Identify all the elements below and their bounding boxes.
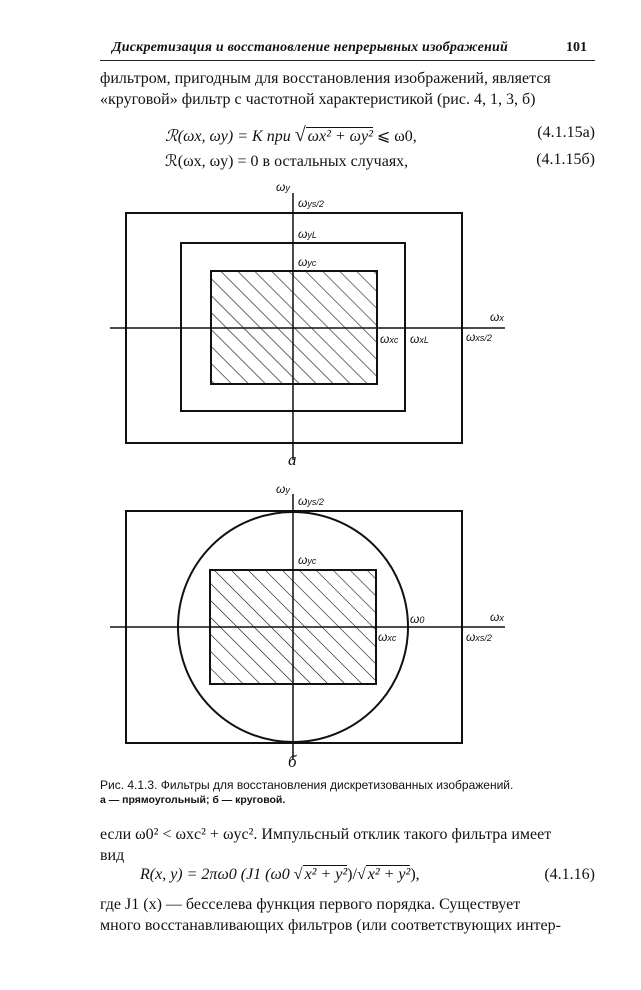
page-header: Дискретизация и восстановление непрерывн… xyxy=(100,40,595,61)
paragraph-bessel: где J1 (x) — бесселева функция первого п… xyxy=(100,894,595,936)
text-line: много восстанавливающих фильтров (или со… xyxy=(100,917,561,934)
equation-number: (4.1.15б) xyxy=(536,151,595,168)
equation-mid: )/√ xyxy=(347,866,366,883)
label-omega-y-a: ωy xyxy=(276,180,290,194)
text-line: «круговой» фильтр с частотной характерис… xyxy=(100,91,536,108)
equation-number: (4.1.15а) xyxy=(537,124,595,141)
figure-letter-a: а xyxy=(288,450,297,469)
label-omega-ys2-a: ωys/2 xyxy=(298,196,324,210)
equation-radicand: ωx² + ωy² xyxy=(305,127,373,145)
equation-lhs: ℛ(ωx, ωy) = K при xyxy=(165,128,291,145)
label-omega-xs2-a: ωxs/2 xyxy=(466,330,492,344)
label-omega-yc-a: ωyc xyxy=(298,255,317,269)
equation-rhs: ⩽ ω0, xyxy=(376,128,417,145)
figure-letter-b: б xyxy=(288,752,297,771)
text-line: фильтром, пригодным для восстановления и… xyxy=(100,70,551,87)
text-line: вид xyxy=(100,847,125,864)
label-omega-ys2-b: ωys/2 xyxy=(298,494,324,508)
equation-4-1-15b: ℛ(ωx, ωy) = 0 в остальных случаях, (4.1.… xyxy=(165,151,595,173)
label-omega-yc-b: ωyc xyxy=(298,553,317,567)
running-title: Дискретизация и восстановление непрерывн… xyxy=(112,40,508,55)
label-omega-y-b: ωy xyxy=(276,482,290,496)
equation-4-1-15a: ℛ(ωx, ωy) = K при √ωx² + ωy² ⩽ ω0, (4.1.… xyxy=(165,124,595,146)
page-number: 101 xyxy=(566,40,587,55)
caption-line: Рис. 4.1.3. Фильтры для восстановления д… xyxy=(100,778,514,792)
label-omega-x-b: ωx xyxy=(490,610,504,624)
label-omega-xc-b: ωxc xyxy=(378,630,397,644)
equation-end: ), xyxy=(410,866,420,883)
equation-lhs: R(x, y) = 2πω0 (J1 (ω0 √ xyxy=(140,866,303,883)
text-line: если ω0² < ωxc² + ωyc². Импульсный откли… xyxy=(100,826,552,843)
paragraph-intro: фильтром, пригодным для восстановления и… xyxy=(100,68,595,110)
figure-a-rectangular-filter xyxy=(110,193,505,460)
caption-subline: а — прямоугольный; б — круговой. xyxy=(100,794,286,806)
label-omega-yl-a: ωyL xyxy=(298,227,317,241)
label-omega-xc-a: ωxc xyxy=(380,332,399,346)
paragraph-condition: если ω0² < ωxc² + ωyc². Импульсный откли… xyxy=(100,824,595,866)
label-omega-xs2-b: ωxs/2 xyxy=(466,630,492,644)
equation-4-1-16: R(x, y) = 2πω0 (J1 (ω0 √x² + y²)/√x² + y… xyxy=(140,865,595,890)
figure-b-circular-filter xyxy=(110,494,505,760)
label-omega-xl-a: ωxL xyxy=(410,332,429,346)
equation-number: (4.1.16) xyxy=(544,866,595,883)
label-omega-0-b: ω0 xyxy=(410,612,425,626)
figure-caption: Рис. 4.1.3. Фильтры для восстановления д… xyxy=(100,778,595,808)
text-line: где J1 (x) — бесселева функция первого п… xyxy=(100,896,521,913)
equation-radicand-2: x² + y² xyxy=(365,865,411,883)
equation-radicand-1: x² + y² xyxy=(302,865,348,883)
equation-text: ℛ(ωx, ωy) = 0 в остальных случаях, xyxy=(165,153,409,170)
label-omega-x-a: ωx xyxy=(490,310,504,324)
